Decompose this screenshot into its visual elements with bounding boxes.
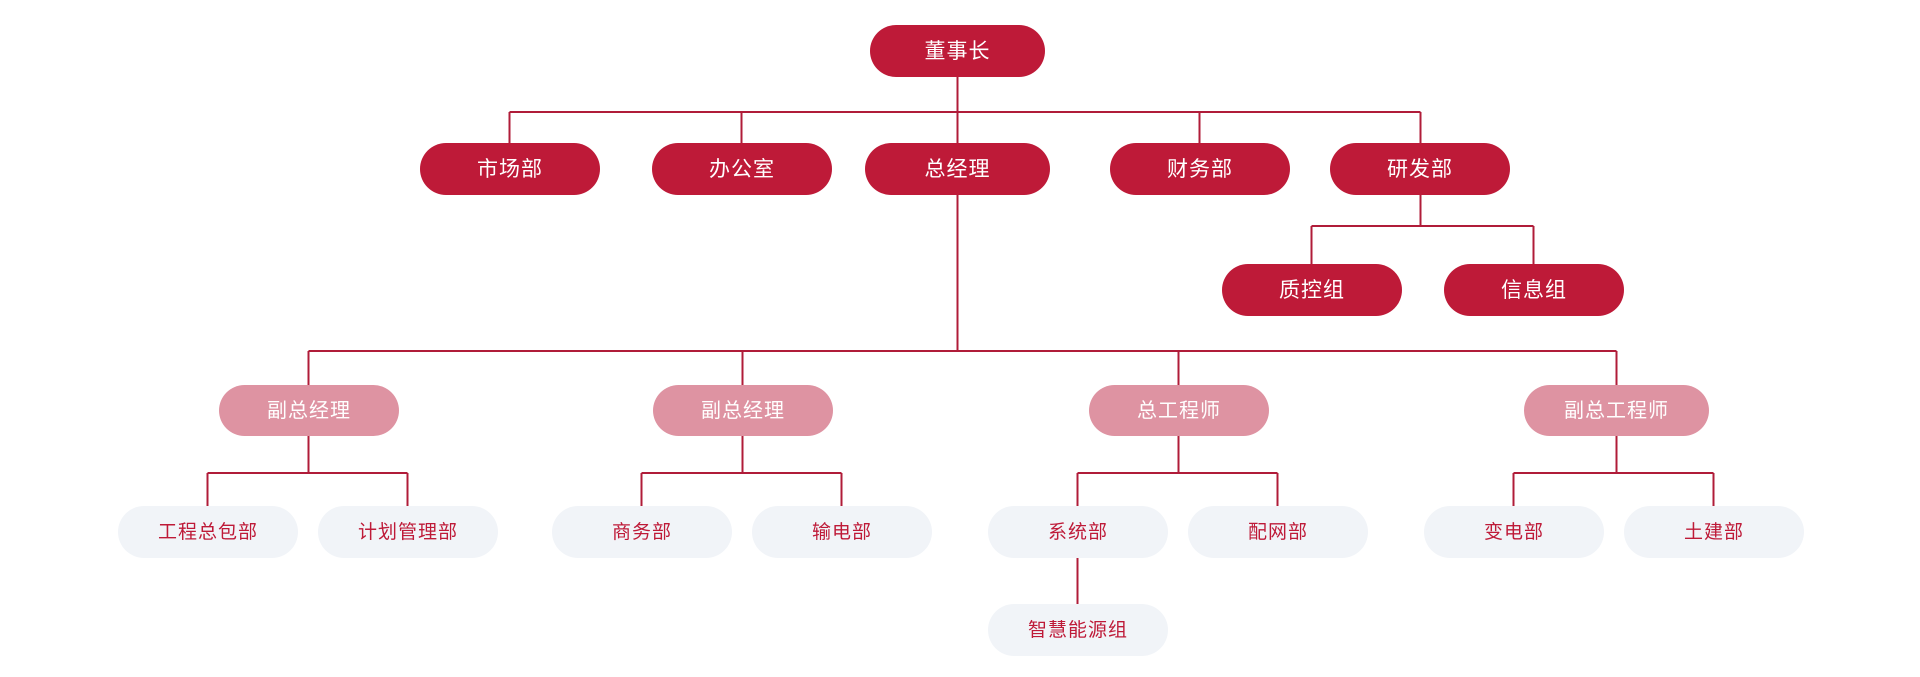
node-market-department[interactable]: 市场部 [420,143,600,195]
node-market-department-label: 市场部 [477,157,543,181]
node-chairman-label: 董事长 [924,39,991,63]
node-substation-department-label: 变电部 [1483,521,1544,543]
node-business-department[interactable]: 商务部 [552,506,732,558]
node-deputy-chief-engineer[interactable]: 副总工程师 [1524,385,1709,436]
node-information-group-label: 信息组 [1501,278,1567,302]
node-quality-control-group-label: 质控组 [1279,278,1345,302]
node-planning-management-department-label: 计划管理部 [357,521,458,543]
node-smart-energy-group-label: 智慧能源组 [1027,619,1128,641]
node-system-department[interactable]: 系统部 [988,506,1168,558]
node-civil-engineering-department[interactable]: 土建部 [1624,506,1804,558]
node-civil-engineering-department-label: 土建部 [1683,521,1744,543]
node-chairman[interactable]: 董事长 [870,25,1045,77]
node-distribution-network-department[interactable]: 配网部 [1188,506,1368,558]
node-business-department-label: 商务部 [611,521,672,543]
node-information-group[interactable]: 信息组 [1444,264,1624,316]
node-rd-department-label: 研发部 [1387,157,1453,181]
node-general-manager[interactable]: 总经理 [865,143,1050,195]
node-finance-department-label: 财务部 [1167,157,1233,181]
node-epc-department-label: 工程总包部 [157,521,258,543]
node-epc-department[interactable]: 工程总包部 [118,506,298,558]
node-chief-engineer[interactable]: 总工程师 [1089,385,1269,436]
node-chief-engineer-label: 总工程师 [1137,399,1221,422]
node-transmission-department-label: 输电部 [811,521,872,543]
node-quality-control-group[interactable]: 质控组 [1222,264,1402,316]
node-system-department-label: 系统部 [1047,521,1108,543]
node-deputy-general-manager-1-label: 副总经理 [267,399,351,422]
node-rd-department[interactable]: 研发部 [1330,143,1510,195]
node-substation-department[interactable]: 变电部 [1424,506,1604,558]
node-deputy-general-manager-1[interactable]: 副总经理 [219,385,399,436]
node-general-manager-label: 总经理 [924,157,991,181]
node-deputy-general-manager-2[interactable]: 副总经理 [653,385,833,436]
node-deputy-general-manager-2-label: 副总经理 [701,399,785,422]
node-planning-management-department[interactable]: 计划管理部 [318,506,498,558]
node-finance-department[interactable]: 财务部 [1110,143,1290,195]
node-transmission-department[interactable]: 输电部 [752,506,932,558]
node-distribution-network-department-label: 配网部 [1247,521,1308,543]
node-deputy-chief-engineer-label: 副总工程师 [1564,399,1669,422]
node-smart-energy-group[interactable]: 智慧能源组 [988,604,1168,656]
node-office-label: 办公室 [709,157,775,181]
node-office[interactable]: 办公室 [652,143,832,195]
